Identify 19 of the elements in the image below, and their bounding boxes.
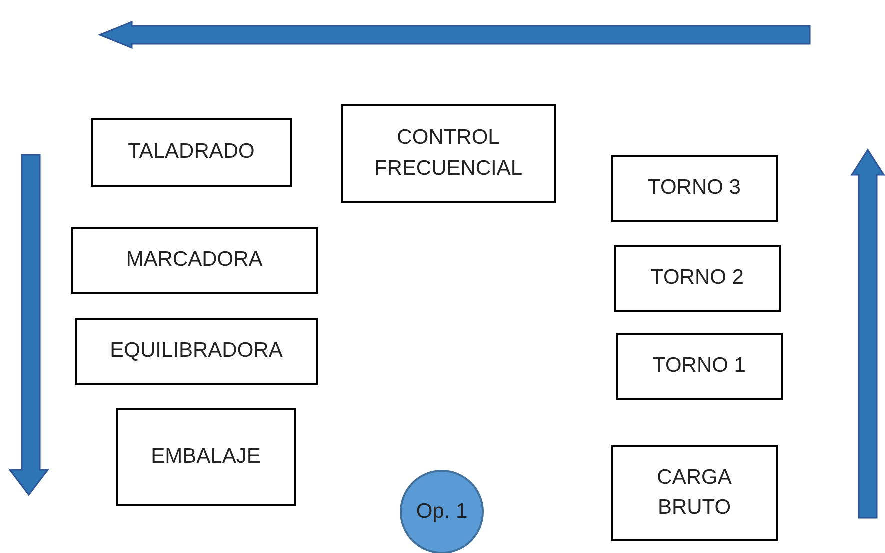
process-box — [611, 445, 778, 541]
node-label: EQUILIBRADORA — [110, 338, 283, 364]
node-label: TORNO 1 — [653, 353, 746, 380]
process-box — [616, 333, 783, 400]
process-box — [116, 408, 296, 506]
process-box — [341, 104, 556, 203]
process-box — [71, 227, 318, 294]
process-box — [75, 318, 318, 385]
node-label: TALADRADO — [128, 139, 255, 166]
node-label: TORNO 2 — [651, 265, 744, 292]
process-box — [614, 245, 781, 312]
node-label: TORNO 3 — [648, 175, 741, 202]
process-box — [91, 118, 292, 187]
node-label: EMBALAJE — [151, 444, 261, 470]
node-label: MARCADORA — [126, 247, 263, 274]
node-label: CARGA BRUTO — [656, 464, 733, 521]
node-label: CONTROL FRECUENCIAL — [373, 125, 524, 182]
process-box — [611, 155, 778, 222]
node-label: Op. 1 — [416, 498, 468, 525]
